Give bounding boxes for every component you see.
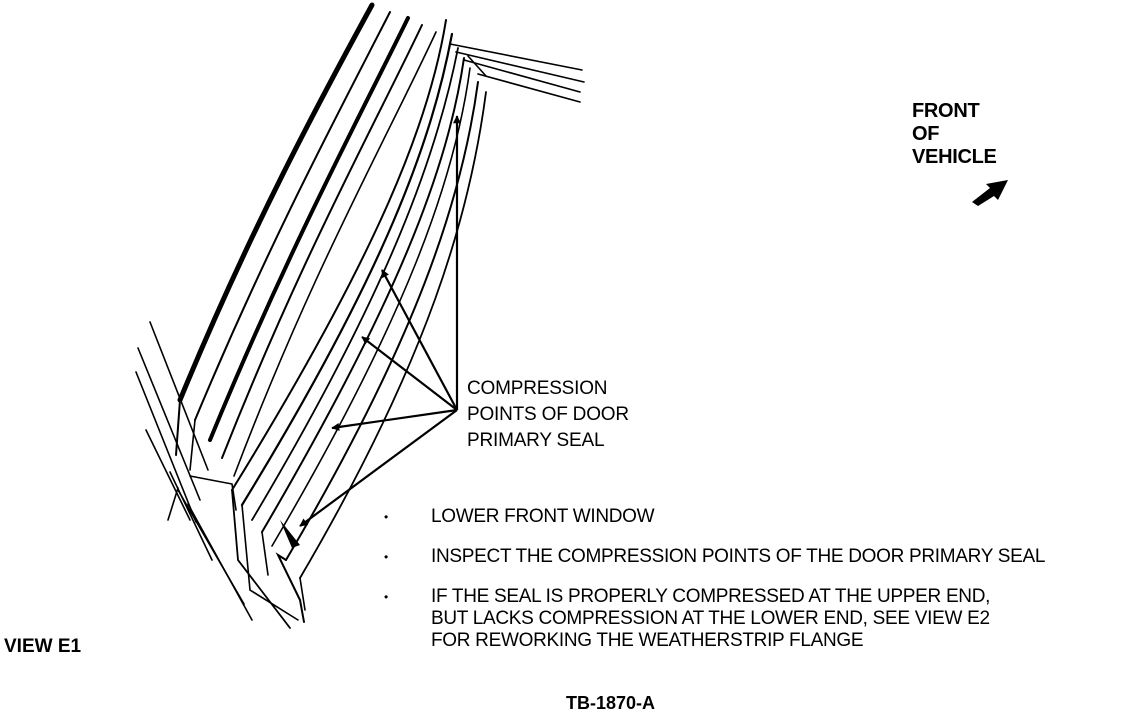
compression-label-line: COMPRESSION — [467, 378, 608, 399]
instruction-line: IF THE SEAL IS PROPERLY COMPRESSED AT TH… — [431, 586, 991, 607]
door-flange — [135, 321, 253, 621]
instruction-line: LOWER FRONT WINDOW — [431, 506, 655, 527]
front-of-vehicle-line: FRONT — [912, 100, 980, 122]
leader-arrow-3 — [361, 336, 458, 411]
instruction-item: INSPECT THE COMPRESSION POINTS OF THE DO… — [380, 546, 1125, 568]
door-frame-outer — [175, 2, 437, 477]
leader-arrow-4 — [331, 408, 458, 431]
front-of-vehicle-line: OF — [912, 123, 940, 145]
seal-end-tab — [280, 520, 300, 548]
front-direction-arrow-icon — [972, 180, 1008, 206]
compression-label-line: PRIMARY SEAL — [467, 430, 605, 451]
instruction-item: IF THE SEAL IS PROPERLY COMPRESSED AT TH… — [380, 586, 1125, 652]
instruction-line: BUT LACKS COMPRESSION AT THE LOWER END, … — [431, 608, 990, 629]
instruction-line: INSPECT THE COMPRESSION POINTS OF THE DO… — [431, 546, 1046, 567]
figure-code: TB-1870-A — [566, 693, 656, 713]
compression-label-line: POINTS OF DOOR — [467, 404, 629, 425]
leader-arrow-2 — [381, 269, 458, 411]
instruction-list: LOWER FRONT WINDOW INSPECT THE COMPRESSI… — [380, 506, 1125, 652]
instruction-item: LOWER FRONT WINDOW — [380, 506, 1125, 528]
front-of-vehicle-line: VEHICLE — [912, 146, 997, 168]
compression-point-leaders — [299, 115, 461, 527]
leader-arrow-5 — [299, 409, 458, 527]
instruction-line: FOR REWORKING THE WEATHERSTRIP FLANGE — [431, 630, 864, 651]
roof-rail-seal — [449, 43, 585, 103]
view-label: VIEW E1 — [4, 636, 82, 657]
compression-points-label: COMPRESSION POINTS OF DOOR PRIMARY SEAL — [467, 376, 629, 454]
primary-seal-strokes — [231, 19, 487, 629]
front-of-vehicle-label: FRONT OF VEHICLE — [912, 100, 997, 169]
